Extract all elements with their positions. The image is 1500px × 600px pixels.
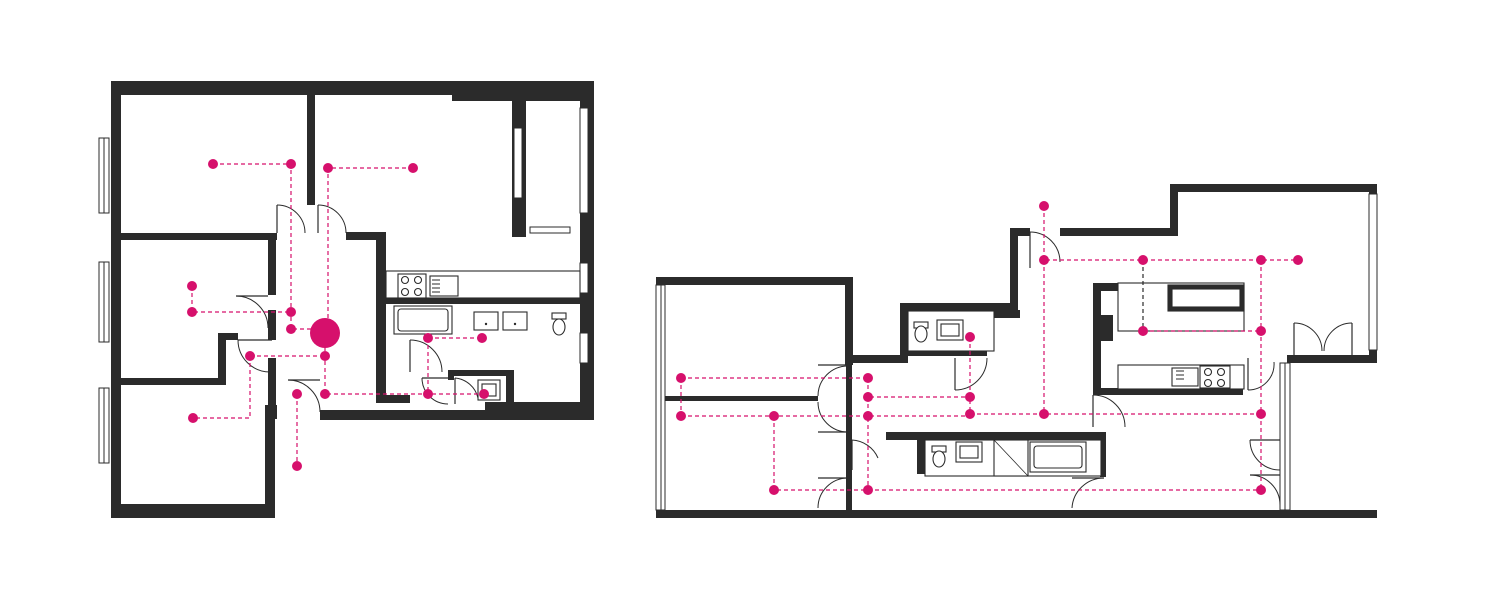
right-plan-walls: [656, 184, 1377, 518]
left-plan-fixtures: [385, 270, 581, 401]
floor-plan-right: [655, 184, 1378, 518]
washbasin: [473, 311, 499, 331]
floor-plan-left: [98, 81, 594, 518]
right-plan-fixtures: [907, 282, 1245, 477]
toilet: [551, 312, 567, 320]
hub-node: [310, 318, 340, 348]
left-plan-nodes: [187, 159, 489, 471]
right-plan-doors: [817, 231, 1353, 509]
left-plan-circulation: [187, 159, 489, 471]
right-plan-windows: [655, 193, 1378, 511]
right-plan-nodes: [676, 201, 1303, 495]
washbasin: [502, 311, 528, 331]
left-plan-windows: [98, 107, 589, 464]
kitchen-sink: [429, 275, 459, 297]
right-plan-circulation: [676, 201, 1303, 495]
kitchen-sink: [1171, 367, 1199, 387]
